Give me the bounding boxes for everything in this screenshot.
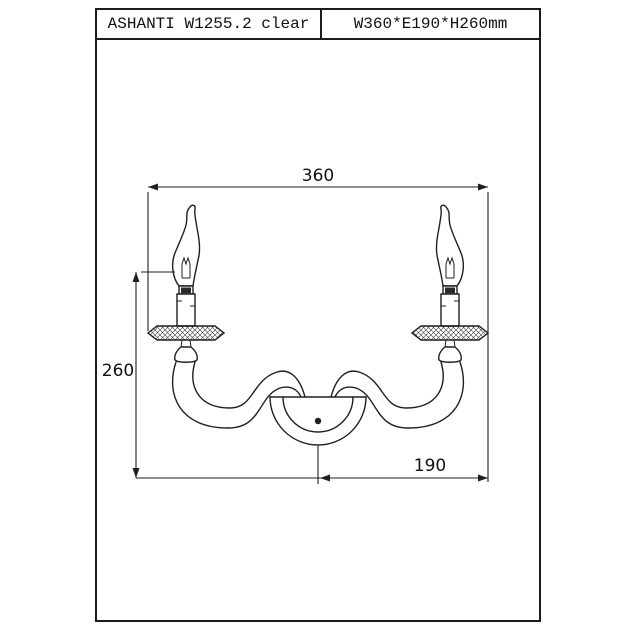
dimension-height: 260 bbox=[102, 271, 175, 478]
left-candle-arm bbox=[147, 204, 306, 429]
title-size: W360*E190*H260mm bbox=[320, 10, 539, 38]
right-candle-arm bbox=[330, 204, 489, 429]
dimension-width: 360 bbox=[147, 166, 489, 482]
dimension-depth: 190 bbox=[136, 446, 488, 484]
drawing-frame: ASHANTI W1255.2 clear W360*E190*H260mm bbox=[95, 8, 541, 622]
title-model: ASHANTI W1255.2 clear bbox=[107, 15, 310, 33]
width-dimension-label: 360 bbox=[302, 166, 334, 186]
title-block: ASHANTI W1255.2 clear W360*E190*H260mm bbox=[97, 10, 539, 40]
height-dimension-label: 260 bbox=[102, 361, 134, 381]
depth-dimension-label: 190 bbox=[414, 456, 446, 476]
wall-plate bbox=[269, 396, 367, 446]
mount-center-dot bbox=[314, 417, 322, 425]
